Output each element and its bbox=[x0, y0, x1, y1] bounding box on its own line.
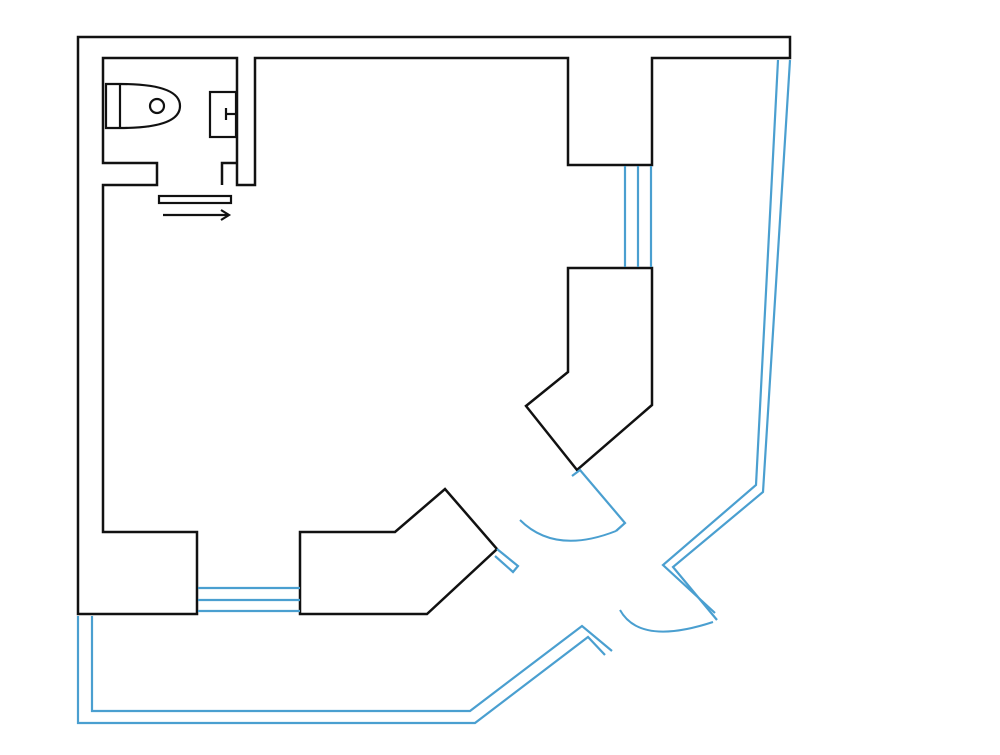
inner-door-frames bbox=[494, 468, 627, 574]
door-swing-upper bbox=[519, 519, 617, 542]
toilet-icon bbox=[104, 82, 182, 130]
outer-wall bbox=[76, 35, 792, 616]
sliding-door-arrow-icon bbox=[163, 209, 232, 221]
door-swing-lower bbox=[619, 609, 714, 633]
bottom-window bbox=[198, 586, 300, 613]
balcony-glazing bbox=[76, 59, 792, 725]
exterior-walls bbox=[76, 35, 792, 616]
sink-icon bbox=[208, 90, 238, 139]
right-window bbox=[623, 166, 653, 267]
corner-block-upper bbox=[524, 266, 654, 472]
bathroom-right-wall bbox=[220, 161, 237, 185]
corner-block-lower bbox=[298, 487, 499, 616]
door-swings bbox=[519, 519, 714, 633]
glazing-lines bbox=[76, 59, 792, 725]
sliding-door bbox=[157, 194, 233, 205]
